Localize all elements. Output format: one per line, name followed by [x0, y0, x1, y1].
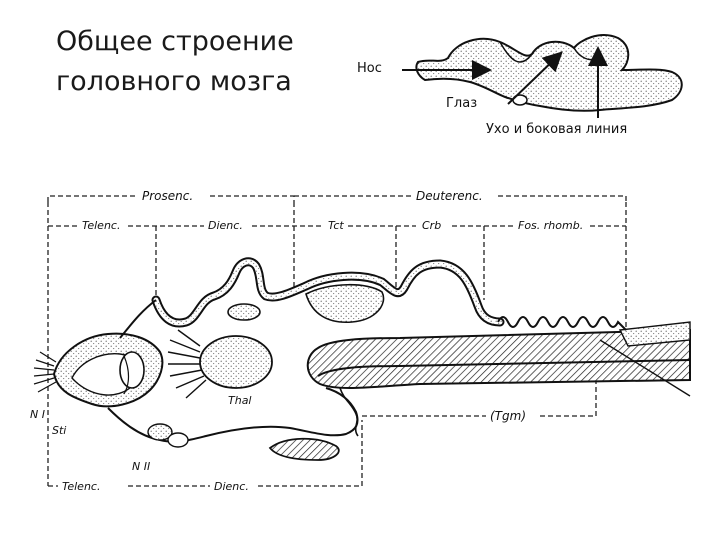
- label-ni: N I: [30, 408, 45, 421]
- thalamus: [199, 335, 273, 389]
- small-brain-outline: [415, 34, 683, 112]
- title-line-2: головного мозга: [56, 66, 292, 97]
- title-line-1: Общее строение: [56, 26, 294, 57]
- eye-arrow: [507, 51, 563, 105]
- bracket-lines: [47, 195, 627, 487]
- label-telenc-bottom: Telenc.: [62, 480, 100, 493]
- label-fos-rhomb: Fos. rhomb.: [518, 219, 583, 232]
- tectum-body: [305, 283, 385, 323]
- ear-label: Ухо и боковая линия: [486, 122, 627, 137]
- small-brain-sketch: Нос Глаз Ухо и боковая линия: [357, 34, 683, 137]
- label-sti: Sti: [52, 424, 66, 437]
- label-telenc-top: Telenc.: [82, 219, 120, 232]
- nose-label: Нос: [357, 61, 382, 76]
- choroid-plexus: [497, 316, 627, 331]
- brainstem-band: [306, 328, 691, 390]
- eye-label: Глаз: [446, 96, 477, 111]
- label-nii: N II: [132, 460, 150, 473]
- label-thal: Thal: [228, 394, 252, 407]
- brain-section: Thal N I Sti N II (Tgm): [30, 257, 691, 473]
- label-tct: Tct: [328, 219, 344, 232]
- label-dienc-top: Dienc.: [208, 219, 243, 232]
- slide-title: Общее строение головного мозга: [56, 22, 326, 102]
- label-dienc-bottom: Dienc.: [214, 480, 249, 493]
- hypophysis: [268, 437, 340, 461]
- label-crb: Crb: [422, 219, 441, 232]
- label-prosenc: Prosenc.: [142, 189, 193, 203]
- label-deuterenc: Deuterenc.: [416, 189, 483, 203]
- label-tgm: (Tgm): [490, 409, 526, 423]
